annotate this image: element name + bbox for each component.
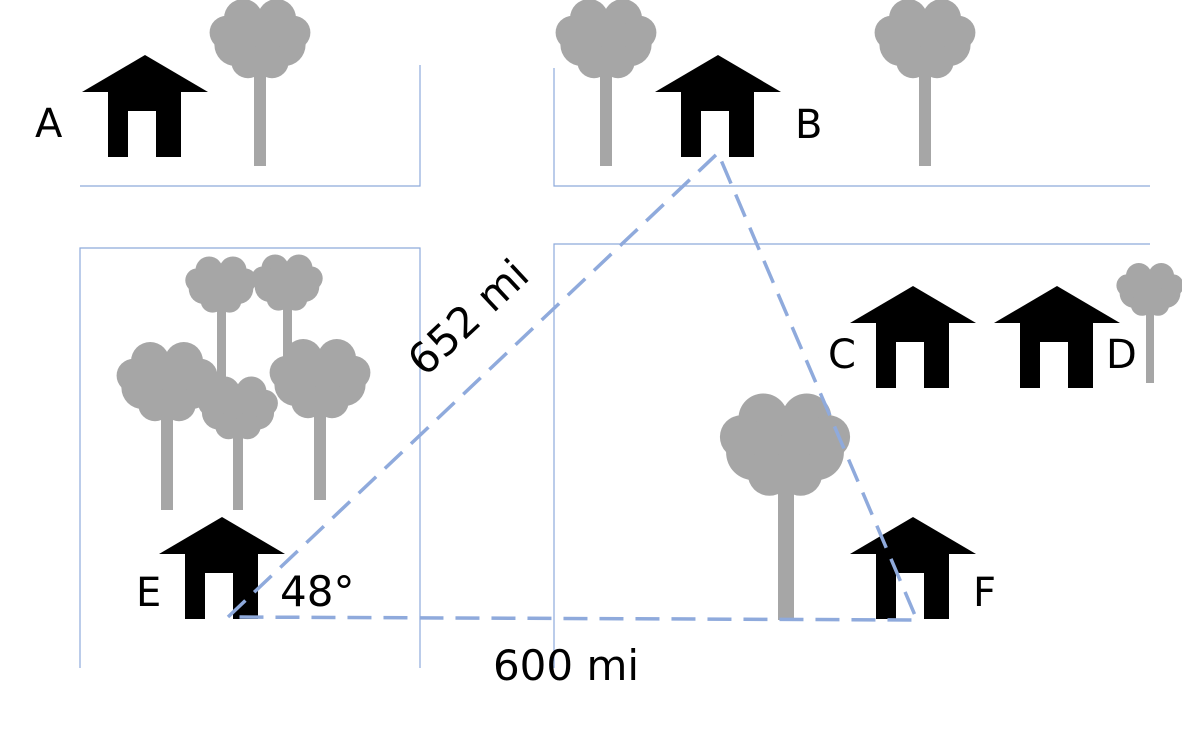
roads xyxy=(79,65,1150,668)
label-e: E xyxy=(136,570,161,616)
house-e-icon xyxy=(159,517,285,619)
tree-icon xyxy=(209,0,311,166)
label-b: B xyxy=(795,102,822,148)
tree-icon xyxy=(719,393,851,620)
block-b-boundary xyxy=(553,68,1150,187)
house-b-icon xyxy=(655,55,781,157)
tree-icon xyxy=(874,0,976,166)
block-a-boundary xyxy=(80,65,421,187)
label-d: D xyxy=(1106,332,1137,378)
tree-icon xyxy=(269,339,371,500)
block-f-boundary xyxy=(553,243,1150,668)
side-ef-label: 600 mi xyxy=(493,641,639,690)
tree-icon xyxy=(555,0,657,166)
tree-icon xyxy=(116,342,218,510)
side-eb-label: 652 mi xyxy=(398,250,538,385)
house-d-icon xyxy=(994,286,1120,388)
house-a-icon xyxy=(82,55,208,157)
block-e-boundary xyxy=(79,247,421,668)
label-c: C xyxy=(828,332,856,378)
distance-triangle xyxy=(223,149,920,622)
tree-icon xyxy=(1116,263,1182,383)
label-f: F xyxy=(973,570,996,616)
tree-icon xyxy=(198,376,278,510)
tree-icon xyxy=(185,256,257,380)
tree-icon xyxy=(251,254,323,380)
trees xyxy=(116,0,1182,620)
angle-e-label: 48° xyxy=(280,567,354,616)
house-f-icon xyxy=(850,517,976,619)
label-a: A xyxy=(35,101,63,147)
house-c-icon xyxy=(850,286,976,388)
